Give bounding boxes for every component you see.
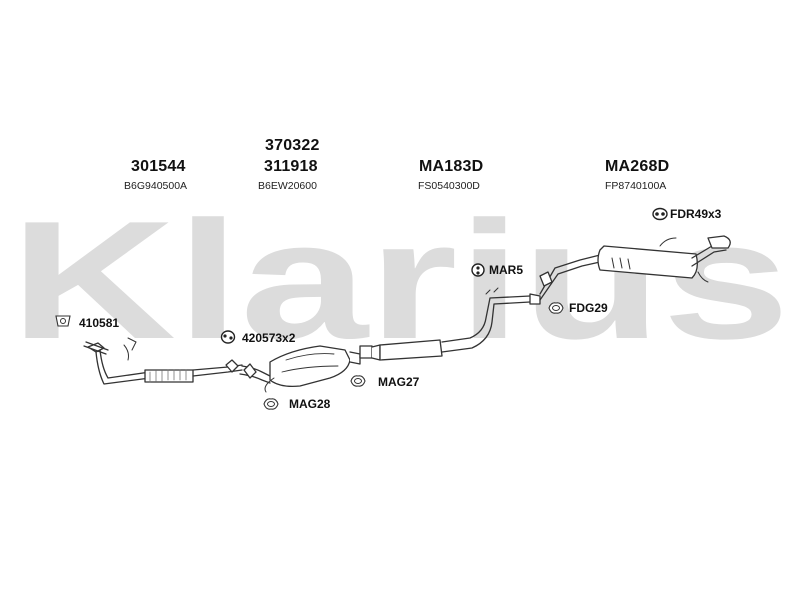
centre-silencer-pipe	[359, 287, 541, 361]
gasket-icon	[350, 375, 366, 387]
part-number: 301544	[131, 158, 186, 175]
part-number: MA268D	[605, 158, 670, 175]
rubber-hanger-icon	[652, 207, 668, 221]
accessory-label: MAG27	[378, 375, 420, 389]
accessory-label: MAG28	[289, 397, 331, 411]
oem-number: FP8740100A	[605, 180, 667, 192]
rear-silencer	[539, 235, 731, 301]
rubber-hanger-icon	[471, 263, 485, 277]
gasket-icon	[263, 398, 279, 410]
rubber-hanger-icon	[220, 330, 236, 344]
accessory-label: FDG29	[569, 301, 608, 315]
accessory-label: MAR5	[489, 263, 524, 277]
part-number: MA183D	[419, 158, 484, 175]
part-number: 370322	[265, 137, 320, 154]
gasket-icon	[548, 302, 564, 314]
part-number: 311918	[264, 158, 318, 175]
oem-number: FS0540300D	[418, 180, 480, 192]
accessory-label: 410581	[79, 316, 120, 330]
accessory-label: FDR49x3	[670, 207, 722, 221]
front-pipe	[83, 337, 243, 385]
oem-number: B6G940500A	[124, 180, 188, 192]
oem-number: B6EW20600	[258, 180, 317, 192]
bracket-icon	[55, 315, 71, 327]
accessory-label: 420573x2	[242, 331, 296, 345]
catalytic-converter	[239, 345, 361, 393]
